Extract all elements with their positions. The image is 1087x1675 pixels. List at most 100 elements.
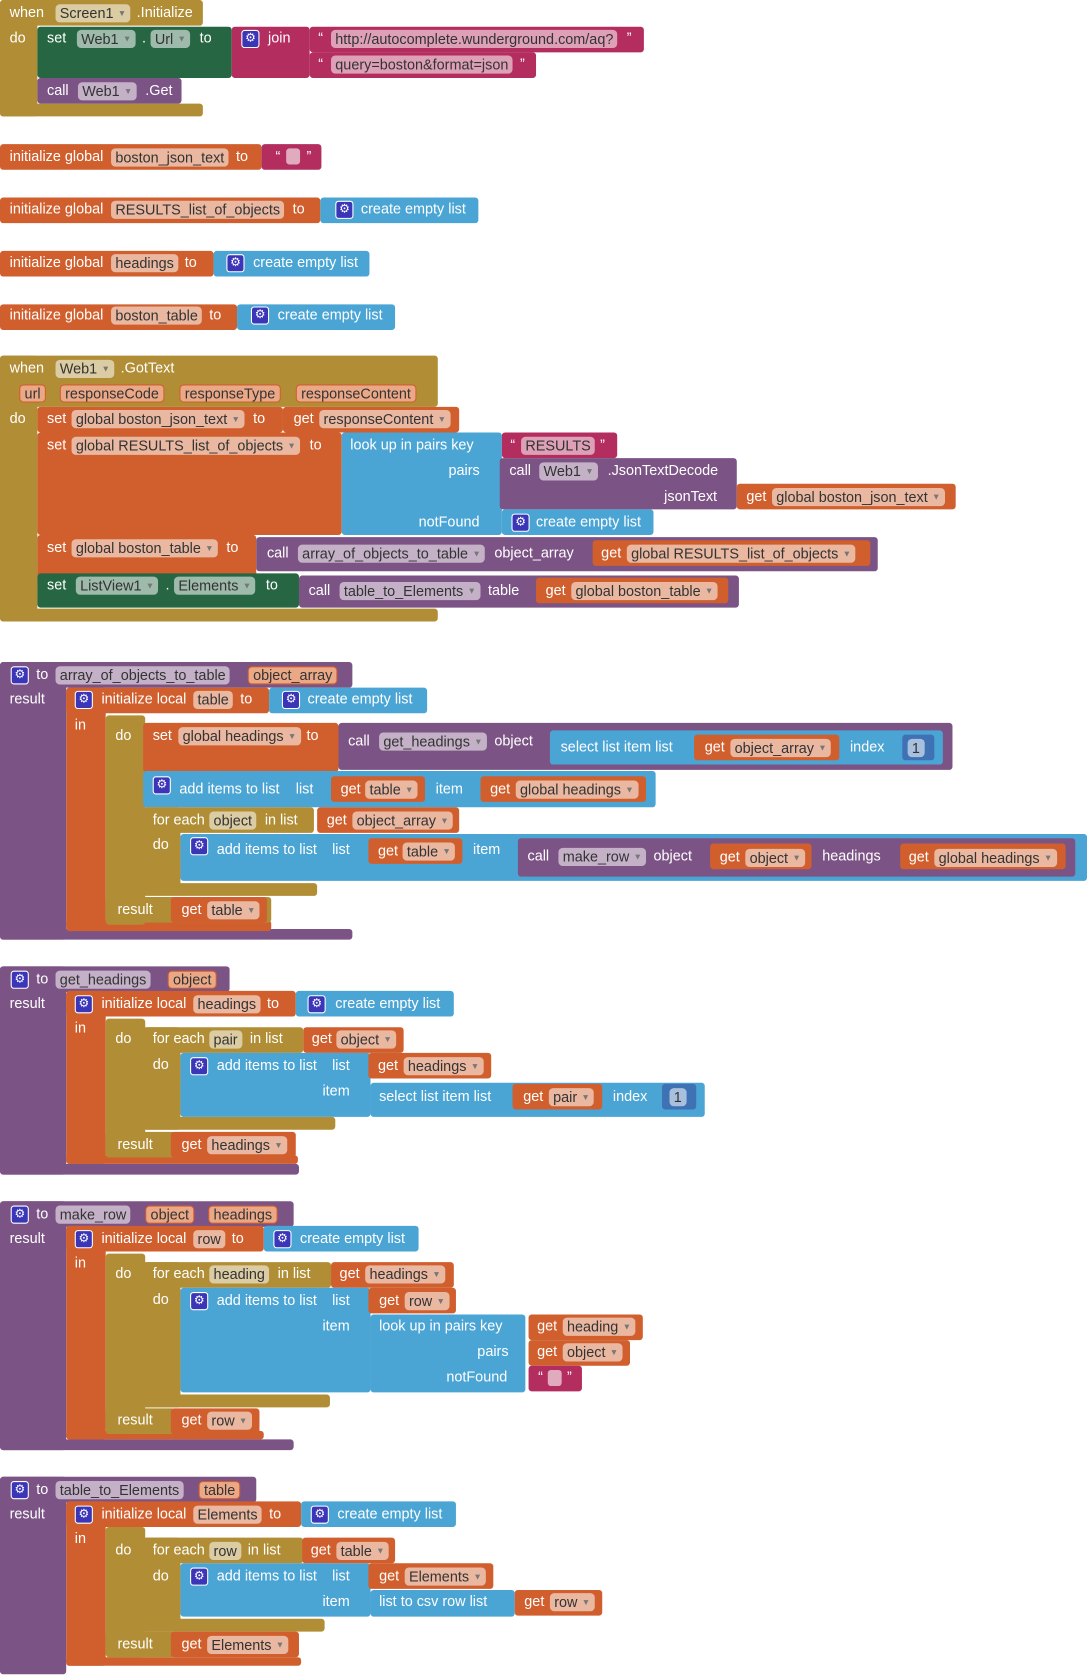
dropdown-field[interactable]: table▼ — [365, 780, 418, 799]
init-local-body[interactable] — [66, 1501, 106, 1666]
mutator-gear-icon[interactable]: ⚙ — [190, 1292, 209, 1311]
mutator-gear-icon[interactable]: ⚙ — [511, 513, 530, 532]
dropdown-field[interactable]: array_of_objects_to_table▼ — [297, 544, 486, 563]
parameter-field[interactable]: responseContent — [295, 383, 417, 403]
event-footer[interactable] — [0, 608, 438, 622]
dropdown-field[interactable]: headings▼ — [365, 1264, 445, 1283]
mutator-gear-icon[interactable]: ⚙ — [273, 1230, 292, 1249]
mutator-gear-icon[interactable]: ⚙ — [10, 666, 29, 685]
parameter-field[interactable]: url — [19, 383, 46, 403]
mutator-gear-icon[interactable]: ⚙ — [250, 306, 270, 325]
dropdown-field[interactable]: global boston_table▼ — [71, 538, 218, 557]
do-result-block[interactable] — [105, 1253, 146, 1431]
dropdown-field[interactable]: object_array▼ — [730, 738, 831, 757]
dropdown-field[interactable]: global headings▼ — [934, 848, 1057, 867]
variable-name-field[interactable]: headings — [111, 253, 179, 272]
procedure-body[interactable] — [0, 662, 67, 940]
for-each-body[interactable] — [143, 1262, 181, 1408]
text-field[interactable]: heading — [209, 1264, 270, 1283]
for-each-footer[interactable] — [143, 1394, 330, 1408]
procedure-name-field[interactable]: get_headings — [55, 970, 151, 989]
dropdown-field[interactable]: row▼ — [404, 1291, 450, 1310]
dropdown-field[interactable]: object▼ — [336, 1029, 397, 1049]
dropdown-field[interactable]: Url▼ — [150, 29, 191, 48]
dropdown-field[interactable]: table▼ — [336, 1541, 389, 1560]
for-each-body[interactable] — [143, 807, 181, 895]
text-field[interactable]: row — [209, 1541, 242, 1560]
mutator-gear-icon[interactable]: ⚙ — [241, 29, 260, 49]
variable-name-field[interactable]: RESULTS_list_of_objects — [111, 200, 285, 219]
text-field[interactable]: headings — [193, 994, 261, 1013]
mutator-gear-icon[interactable]: ⚙ — [190, 837, 209, 856]
dropdown-field[interactable]: global RESULTS_list_of_objects▼ — [71, 436, 301, 455]
mutator-gear-icon[interactable]: ⚙ — [10, 1481, 29, 1500]
parameter-field[interactable]: object — [145, 1205, 195, 1224]
dropdown-field[interactable]: Web1▼ — [55, 359, 115, 378]
parameter-field[interactable]: table — [198, 1480, 241, 1499]
init-local-footer[interactable] — [66, 920, 272, 932]
dropdown-field[interactable]: responseContent▼ — [319, 409, 451, 428]
dropdown-field[interactable]: global boston_json_text▼ — [772, 487, 945, 506]
mutator-gear-icon[interactable]: ⚙ — [74, 690, 93, 710]
dropdown-field[interactable]: Web1▼ — [77, 81, 137, 100]
mutator-gear-icon[interactable]: ⚙ — [335, 200, 354, 219]
init-local-footer[interactable] — [66, 1155, 298, 1164]
init-local-body[interactable] — [66, 990, 106, 1164]
mutator-gear-icon[interactable]: ⚙ — [281, 690, 301, 710]
component-dropdown[interactable]: Screen1▼ — [55, 3, 131, 22]
mutator-gear-icon[interactable]: ⚙ — [10, 970, 29, 989]
parameter-field[interactable]: object_array — [247, 665, 338, 684]
dropdown-field[interactable]: row▼ — [549, 1592, 595, 1611]
dropdown-field[interactable]: Elements▼ — [207, 1635, 289, 1654]
procedure-body[interactable] — [0, 1476, 67, 1675]
for-each-footer[interactable] — [143, 883, 318, 896]
event-body[interactable] — [0, 0, 38, 117]
empty-string-field[interactable] — [547, 1369, 562, 1387]
dropdown-field[interactable]: Elements▼ — [404, 1566, 487, 1586]
do-result-footer[interactable] — [105, 1631, 176, 1658]
procedure-footer[interactable] — [0, 1439, 294, 1451]
event-footer[interactable] — [0, 103, 203, 117]
dropdown-field[interactable]: row▼ — [207, 1411, 252, 1430]
parameter-field[interactable]: headings — [208, 1205, 278, 1224]
parameter-field[interactable]: object — [167, 970, 217, 989]
mutator-gear-icon[interactable]: ⚙ — [74, 1505, 93, 1524]
add-items-block[interactable] — [180, 1052, 371, 1117]
mutator-gear-icon[interactable]: ⚙ — [10, 1205, 29, 1224]
dropdown-field[interactable]: get_headings▼ — [379, 731, 487, 751]
dropdown-field[interactable]: pair▼ — [548, 1087, 595, 1106]
dropdown-field[interactable]: global headings▼ — [178, 726, 301, 745]
add-items-block[interactable] — [180, 1287, 371, 1393]
parameter-field[interactable]: responseType — [179, 383, 281, 403]
url-text-field[interactable]: http://autocomplete.wunderground.com/aq? — [331, 29, 618, 48]
init-local-footer[interactable] — [66, 1657, 302, 1666]
dropdown-field[interactable]: headings▼ — [207, 1135, 287, 1154]
dropdown-field[interactable]: global boston_json_text▼ — [71, 409, 245, 428]
dropdown-field[interactable]: object▼ — [745, 848, 806, 867]
mutator-gear-icon[interactable]: ⚙ — [226, 254, 245, 273]
procedure-footer[interactable] — [0, 928, 353, 940]
dropdown-field[interactable]: object_array▼ — [352, 810, 453, 830]
mutator-gear-icon[interactable]: ⚙ — [307, 995, 326, 1014]
dropdown-field[interactable]: table▼ — [402, 841, 456, 861]
text-field[interactable]: table — [193, 690, 234, 709]
empty-string-field[interactable] — [286, 148, 301, 165]
procedure-name-field[interactable]: make_row — [55, 1205, 131, 1224]
text-field[interactable]: row — [193, 1229, 226, 1248]
text-field[interactable]: pair — [209, 1029, 242, 1049]
init-local-body[interactable] — [66, 687, 106, 929]
dropdown-field[interactable]: Web1▼ — [76, 29, 136, 48]
procedure-body[interactable] — [0, 966, 67, 1175]
dropdown-field[interactable]: global RESULTS_list_of_objects▼ — [626, 544, 856, 563]
mutator-gear-icon[interactable]: ⚙ — [74, 1230, 93, 1249]
procedure-body[interactable] — [0, 1201, 67, 1451]
parameter-field[interactable]: responseCode — [59, 383, 165, 403]
text-field[interactable]: object — [209, 810, 257, 830]
dropdown-field[interactable]: headings▼ — [403, 1056, 484, 1075]
dropdown-field[interactable]: global headings▼ — [515, 780, 639, 799]
variable-name-field[interactable]: boston_json_text — [111, 147, 229, 167]
number-field[interactable]: 1 — [669, 1087, 687, 1106]
text-field[interactable]: RESULTS — [521, 436, 596, 455]
dropdown-field[interactable]: make_row▼ — [558, 847, 647, 866]
